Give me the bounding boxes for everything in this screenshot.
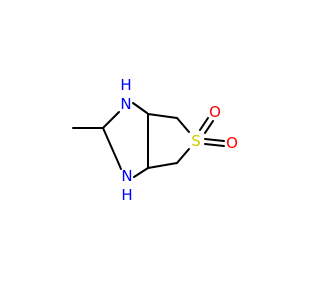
bond-ch-nh-top <box>102 111 120 129</box>
bond-c-ch2-top <box>147 113 178 119</box>
atom-label-sulfur: S <box>191 132 201 150</box>
bonds <box>72 102 225 178</box>
atom-labels: H N N H S O O <box>120 76 238 204</box>
bond-s-o-top-b <box>204 120 214 134</box>
bond-s-o-top-a <box>199 117 209 131</box>
bond-c-ch2-bottom <box>147 162 178 169</box>
atom-label-nitrogen-top-h: H <box>120 76 131 94</box>
atom-label-oxygen-top: O <box>209 103 221 121</box>
bond-ch2-nh-bottom <box>117 161 122 170</box>
molecule-canvas: H N N H S O O <box>72 76 238 204</box>
bond-ch2-s-bottom <box>176 148 190 164</box>
molecule-diagram: H N N H S O O <box>72 76 238 204</box>
bond-ch-ch2 <box>102 127 119 163</box>
atom-label-nitrogen-bottom-h: H <box>121 186 132 204</box>
atom-label-nitrogen-bottom: N <box>121 167 132 185</box>
bond-nh-bottom-c <box>133 167 149 178</box>
bond-nh-top-c <box>132 102 148 114</box>
bond-s-o-right-a <box>204 138 225 142</box>
bond-s-o-right-b <box>204 143 225 147</box>
atom-label-oxygen-right: O <box>226 134 238 152</box>
bond-ch2-s-top <box>176 117 190 133</box>
atom-label-nitrogen-top: N <box>120 95 131 113</box>
